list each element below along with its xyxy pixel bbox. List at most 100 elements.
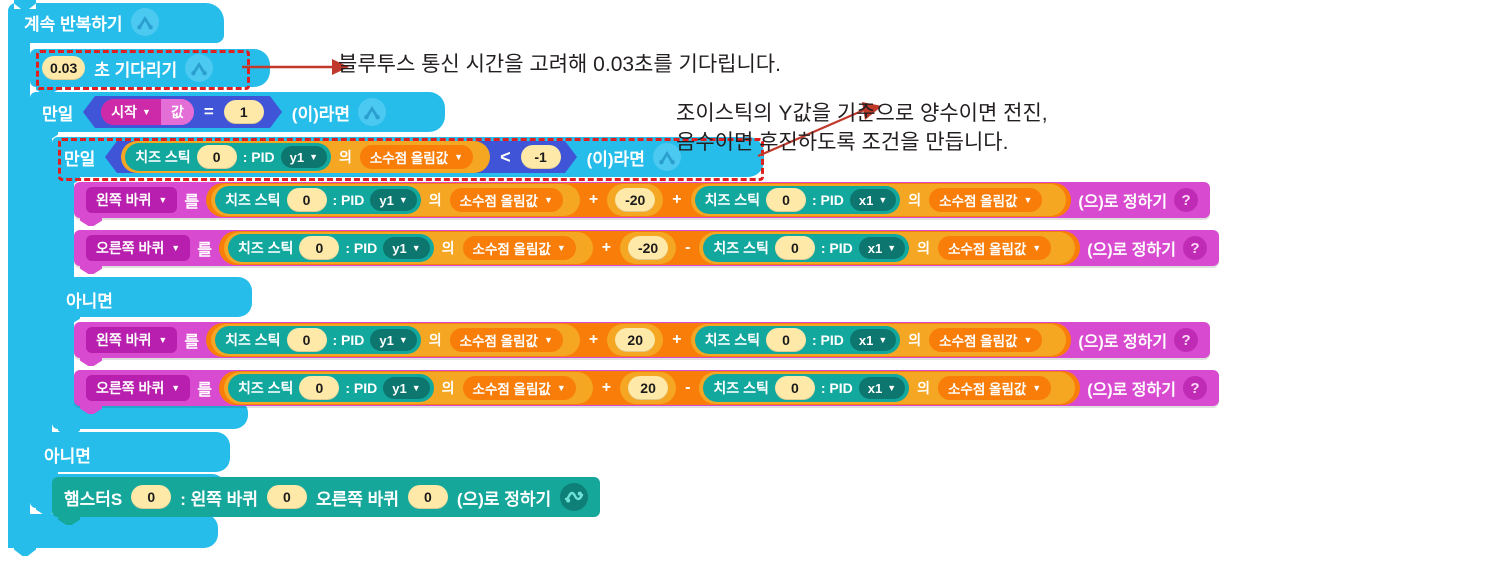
ceil-reporter[interactable]: 치즈 스틱 0 : PID x1 ▼ 의 소수점 올림값 ▼ [699,372,1076,404]
pid-label: : PID [811,192,844,208]
set-suffix-label: (으)로 정하기 [1078,334,1168,351]
ceil-reporter[interactable]: 치즈 스틱 0 : PID x1 ▼ 의 소수점 올림값 ▼ [699,232,1076,264]
cheese-stick-port-input[interactable]: 0 [774,236,815,260]
hamster-row-notch [58,516,80,525]
particle-label: 를 [184,194,200,211]
constant-input[interactable]: 20 [628,376,669,400]
rounding-function-dropdown[interactable]: 소수점 올림값 ▼ [449,328,563,352]
cheese-stick-port-input[interactable]: 0 [196,145,237,169]
constant-input[interactable]: -20 [615,188,656,212]
cheese-stick-reporter[interactable]: 치즈 스틱 0 : PID x1 ▼ [694,326,901,354]
cheese-stick-channel-dropdown[interactable]: y1 ▼ [370,329,417,351]
rounding-function-dropdown[interactable]: 소수점 올림값 ▼ [938,376,1052,400]
wheel-target-dropdown[interactable]: 오른쪽 바퀴 ▼ [86,375,191,401]
particle-label: 를 [197,382,212,399]
if-outer-condition[interactable]: 시작 ▼ 값 = 1 [83,96,282,128]
ceil-reporter[interactable]: 치즈 스틱 0 : PID x1 ▼ 의 소수점 올림값 ▼ [690,324,1067,356]
math-expression[interactable]: 치즈 스틱 0 : PID y1 ▼ 의 소수점 올림값 ▼ + -20 [218,231,1081,265]
channel-label: y1 [392,380,407,396]
hamster-port-input[interactable]: 0 [131,485,172,509]
set-wheel-row[interactable]: 오른쪽 바퀴 ▼ 를 치즈 스틱 0 : PID y1 ▼ 의 소수점 올림값 … [74,230,1219,266]
wait-seconds-input[interactable]: 0.03 [42,56,86,80]
math-expression[interactable]: 치즈 스틱 0 : PID y1 ▼ 의 소수점 올림값 ▼ + 20 [206,323,1072,357]
cheese-stick-channel-dropdown[interactable]: y1 ▼ [383,377,430,399]
set-wheel-row[interactable]: 왼쪽 바퀴 ▼ 를 치즈 스틱 0 : PID y1 ▼ 의 소수점 올림값 ▼ [74,182,1211,218]
ceil-reporter[interactable]: 치즈 스틱 0 : PID y1 ▼ 의 소수점 올림값 ▼ [223,232,593,264]
start-value-reporter[interactable]: 시작 ▼ 값 [101,99,194,125]
reporter-tail [1058,235,1072,261]
rounding-function-dropdown[interactable]: 소수점 올림값 ▼ [462,376,576,400]
constant-holder[interactable]: 20 [620,372,677,404]
rounding-function-dropdown[interactable]: 소수점 올림값 ▼ [938,236,1052,260]
cheese-stick-reporter[interactable]: 치즈 스틱 0 : PID x1 ▼ [703,234,910,262]
hamster-left-wheel-input[interactable]: 0 [266,485,307,509]
cheese-stick-port-input[interactable]: 0 [299,376,340,400]
ceil-reporter[interactable]: 치즈 스틱 0 : PID x1 ▼ 의 소수점 올림값 ▼ [690,184,1067,216]
cheese-stick-channel-dropdown[interactable]: y1 ▼ [280,146,327,168]
cheese-stick-reporter[interactable]: 치즈 스틱 0 : PID y1 ▼ [227,374,434,402]
help-icon[interactable]: ? [1182,236,1207,260]
constant-holder[interactable]: -20 [607,184,664,216]
cheese-stick-reporter[interactable]: 치즈 스틱 0 : PID x1 ▼ [703,374,910,402]
rounding-function-dropdown[interactable]: 소수점 올림값 ▼ [929,328,1043,352]
constant-input[interactable]: 20 [615,328,656,352]
ceil-reporter[interactable]: 치즈 스틱 0 : PID y1 ▼ 의 소수점 올림값 ▼ [211,184,580,216]
ceil-reporter[interactable]: 치즈 스틱 0 : PID y1 ▼ 의 소수점 올림값 ▼ [211,324,580,356]
cheese-stick-reporter[interactable]: 치즈 스틱 0 : PID y1 ▼ [125,143,331,171]
cheese-stick-reporter[interactable]: 치즈 스틱 0 : PID y1 ▼ [215,186,421,214]
rounding-function-dropdown[interactable]: 소수점 올림값 ▼ [359,145,474,169]
equals-right-input[interactable]: 1 [223,100,264,124]
cheese-stick-port-input[interactable]: 0 [299,236,340,260]
less-than-right-input[interactable]: -1 [520,145,561,169]
start-dropdown[interactable]: 시작 ▼ [101,99,161,125]
cheese-stick-channel-dropdown[interactable]: x1 ▼ [858,237,906,259]
chevron-down-icon: ▼ [543,335,553,345]
cheese-stick-channel-dropdown[interactable]: x1 ▼ [849,189,897,211]
cheese-stick-port-input[interactable]: 0 [286,328,327,352]
help-icon[interactable]: ? [1174,328,1199,352]
constant-holder[interactable]: 20 [607,324,664,356]
rounding-function-dropdown[interactable]: 소수점 올림값 ▼ [929,188,1043,212]
equals-operator-block[interactable]: 시작 ▼ 값 = 1 [95,96,270,128]
if-outer-else-bar [30,432,230,472]
cheese-stick-channel-dropdown[interactable]: y1 ▼ [383,237,430,259]
cheese-stick-reporter[interactable]: 치즈 스틱 0 : PID x1 ▼ [694,186,901,214]
less-than-operator-block[interactable]: 치즈 스틱 0 : PID y1 ▼ 의 소수점 올림값 ▼ [117,141,565,173]
cheese-stick-port-input[interactable]: 0 [765,188,806,212]
help-icon[interactable]: ? [1182,376,1207,400]
wheel-target-dropdown[interactable]: 왼쪽 바퀴 ▼ [86,327,178,353]
ceil-reporter[interactable]: 치즈 스틱 0 : PID y1 ▼ 의 소수점 올림값 ▼ [223,372,593,404]
wheel-target-dropdown[interactable]: 오른쪽 바퀴 ▼ [86,235,191,261]
cheese-stick-port-input[interactable]: 0 [286,188,327,212]
math-expression[interactable]: 치즈 스틱 0 : PID y1 ▼ 의 소수점 올림값 ▼ + -20 [206,183,1072,217]
set-wheel-row[interactable]: 왼쪽 바퀴 ▼ 를 치즈 스틱 0 : PID y1 ▼ 의 소수점 올림값 ▼ [74,322,1211,358]
channel-label: y1 [289,149,305,165]
constant-holder[interactable]: -20 [620,232,677,264]
ceil-reporter[interactable]: 치즈 스틱 0 : PID y1 ▼ 의 소수점 올림값 ▼ [121,141,491,173]
cheese-stick-channel-dropdown[interactable]: y1 ▼ [370,189,417,211]
hamster-set-wheels-block[interactable]: 햄스터S 0 : 왼쪽 바퀴 0 오른쪽 바퀴 0 (으)로 정하기 [52,477,601,517]
cheese-stick-port-input[interactable]: 0 [765,328,806,352]
of-label: 의 [338,149,352,165]
help-icon[interactable]: ? [1174,188,1199,212]
if-outer-else-label: 아니면 [44,446,91,466]
repeat-forever-block[interactable] [8,3,224,43]
if-inner-condition[interactable]: 치즈 스틱 0 : PID y1 ▼ 의 소수점 올림값 ▼ [105,141,577,173]
cheese-stick-channel-dropdown[interactable]: x1 ▼ [858,377,906,399]
of-label: 의 [441,240,455,256]
reporter-tail [569,187,576,213]
rounding-function-dropdown[interactable]: 소수점 올림값 ▼ [462,236,576,260]
cheese-stick-reporter[interactable]: 치즈 스틱 0 : PID y1 ▼ [227,234,434,262]
rounding-function-dropdown[interactable]: 소수점 올림값 ▼ [449,188,563,212]
set-wheel-row[interactable]: 오른쪽 바퀴 ▼ 를 치즈 스틱 0 : PID y1 ▼ 의 소수점 올림값 … [74,370,1219,406]
constant-input[interactable]: -20 [628,236,669,260]
rounding-function-label: 소수점 올림값 [459,334,538,349]
hamster-right-wheel-input[interactable]: 0 [407,485,448,509]
cheese-stick-channel-dropdown[interactable]: x1 ▼ [849,329,897,351]
cheese-stick-port-input[interactable]: 0 [774,376,815,400]
if-inner-keyword: 만일 [64,149,96,169]
wheel-target-dropdown[interactable]: 왼쪽 바퀴 ▼ [86,187,178,213]
math-expression[interactable]: 치즈 스틱 0 : PID y1 ▼ 의 소수점 올림값 ▼ + 20 [218,371,1081,405]
cheese-stick-reporter[interactable]: 치즈 스틱 0 : PID y1 ▼ [215,326,421,354]
if-inner-else-notch [58,315,80,324]
